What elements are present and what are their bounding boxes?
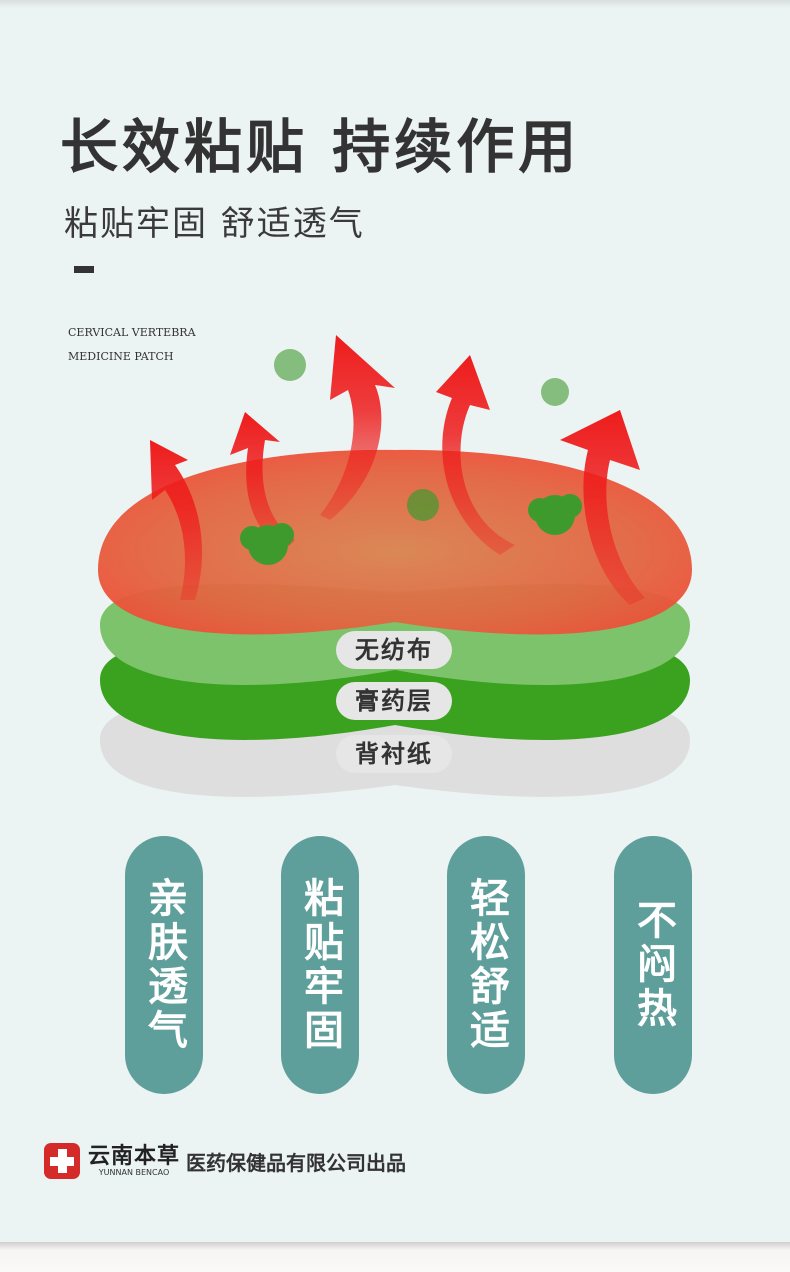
feature-label: 亲肤透气 <box>141 877 187 1053</box>
layer-label-nonwoven: 无纺布 <box>336 631 452 669</box>
heat-layer <box>98 449 692 635</box>
layer-label-plaster: 膏药层 <box>336 682 452 720</box>
herb-leaf-icon <box>240 349 582 565</box>
feature-pill-not-stuffy: 不闷热 <box>614 836 692 1094</box>
feature-label: 轻松舒适 <box>463 877 509 1053</box>
page-title: 长效粘贴 持续作用 <box>60 113 581 181</box>
english-line-1: CERVICAL VERTEBRA <box>68 326 196 339</box>
brand-footer: 云南本草 YUNNAN BENCAO 医药保健品有限公司出品 <box>44 1143 406 1179</box>
bottom-strip <box>0 1242 790 1272</box>
top-shadow <box>0 0 790 8</box>
brand-name-cn: 云南本草 <box>88 1143 181 1169</box>
english-line-2: MEDICINE PATCH <box>68 350 174 363</box>
red-cross-logo-icon <box>44 1143 80 1179</box>
heat-arrow-icon <box>150 335 645 605</box>
layer-label-backing: 背衬纸 <box>336 735 452 773</box>
feature-label: 粘贴牢固 <box>297 877 343 1053</box>
page-subtitle: 粘贴牢固 舒适透气 <box>64 204 365 244</box>
brand-name-en: YUNNAN BENCAO <box>98 1168 170 1177</box>
feature-label: 不闷热 <box>630 899 676 1031</box>
english-caption: CERVICAL VERTEBRA MEDICINE PATCH <box>68 321 196 369</box>
divider-dash <box>74 266 94 273</box>
feature-pill-firm-stick: 粘贴牢固 <box>281 836 359 1094</box>
brand-name: 云南本草 YUNNAN BENCAO <box>88 1144 180 1178</box>
company-name: 医药保健品有限公司出品 <box>186 1150 407 1175</box>
feature-pill-comfortable: 轻松舒适 <box>447 836 525 1094</box>
feature-pill-breathable: 亲肤透气 <box>125 836 203 1094</box>
